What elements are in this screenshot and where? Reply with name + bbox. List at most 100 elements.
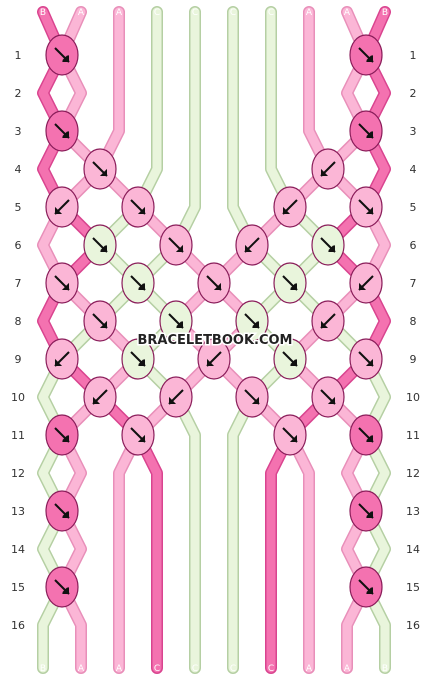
knot-arrow-icon: [130, 351, 146, 367]
knot-arrow-icon: [206, 275, 222, 291]
knot-arrow-icon: [282, 351, 298, 367]
strand: [38, 7, 143, 673]
knot: [45, 262, 79, 304]
row-number-left: 6: [15, 239, 22, 252]
row-number-right: 4: [410, 163, 417, 176]
knot: [311, 224, 345, 266]
knot-arrow-icon: [168, 313, 184, 329]
strand-label-top: A: [116, 8, 123, 18]
row-number-right: 2: [410, 87, 417, 100]
knot-arrow-icon: [92, 237, 108, 253]
strand-label-bottom: B: [40, 664, 46, 674]
knot-arrow-icon: [92, 161, 108, 177]
knot-arrow-icon: [358, 427, 374, 443]
knot: [349, 338, 383, 380]
knot: [45, 414, 79, 456]
knot: [45, 338, 79, 380]
knot-arrow-icon: [358, 579, 374, 595]
row-number-right: 3: [410, 125, 417, 138]
knot: [273, 262, 307, 304]
knot-arrow-icon: [244, 237, 260, 253]
strand-label-bottom: C: [192, 664, 198, 674]
strand-label-top: A: [306, 8, 313, 18]
row-number-right: 12: [406, 467, 420, 480]
knot: [83, 148, 117, 190]
knot-arrow-icon: [282, 275, 298, 291]
row-number-left: 8: [15, 315, 22, 328]
strand: [266, 7, 390, 673]
row-number-left: 14: [11, 543, 25, 556]
knot-arrow-icon: [358, 503, 374, 519]
knot: [197, 262, 231, 304]
row-number-right: 6: [410, 239, 417, 252]
knot: [349, 414, 383, 456]
knot: [349, 34, 383, 76]
strand-label-bottom: C: [154, 664, 160, 674]
knot: [159, 300, 193, 342]
row-number-right: 14: [406, 543, 420, 556]
knot: [45, 566, 79, 608]
knot: [45, 186, 79, 228]
row-number-right: 9: [410, 353, 417, 366]
strand-label-top: B: [40, 8, 46, 18]
strand-label-top: C: [268, 8, 274, 18]
strand-label-bottom: C: [230, 664, 236, 674]
knot-arrow-icon: [168, 389, 184, 405]
knot: [197, 338, 231, 380]
knot: [273, 186, 307, 228]
knot-arrow-icon: [320, 313, 336, 329]
knot-arrow-icon: [358, 351, 374, 367]
row-number-left: 10: [11, 391, 25, 404]
row-number-left: 15: [11, 581, 25, 594]
row-number-right: 16: [406, 619, 420, 632]
row-number-right: 15: [406, 581, 420, 594]
knot-arrow-icon: [54, 199, 70, 215]
row-number-left: 13: [11, 505, 25, 518]
knot: [121, 414, 155, 456]
knot-arrow-icon: [358, 123, 374, 139]
strand: [228, 7, 295, 673]
row-number-left: 9: [15, 353, 22, 366]
knot: [235, 300, 269, 342]
knot: [311, 300, 345, 342]
knot-arrow-icon: [130, 199, 146, 215]
knot: [159, 224, 193, 266]
knot-arrow-icon: [206, 351, 222, 367]
strand-label-top: C: [154, 8, 160, 18]
knot-arrow-icon: [130, 427, 146, 443]
strand-label-top: A: [344, 8, 351, 18]
knot-arrow-icon: [244, 389, 260, 405]
knot: [83, 224, 117, 266]
knot: [83, 300, 117, 342]
knot: [83, 376, 117, 418]
strand-label-bottom: A: [116, 664, 123, 674]
knot: [235, 224, 269, 266]
strand-label-top: C: [192, 8, 198, 18]
row-number-left: 7: [15, 277, 22, 290]
strand: [38, 7, 162, 673]
knots-layer: [45, 34, 383, 608]
strand-label-bottom: B: [382, 664, 388, 674]
row-number-right: 13: [406, 505, 420, 518]
knot: [273, 414, 307, 456]
strand: [133, 7, 200, 673]
knot: [349, 110, 383, 152]
knot: [273, 338, 307, 380]
knot: [121, 338, 155, 380]
knot-arrow-icon: [130, 275, 146, 291]
row-number-left: 2: [15, 87, 22, 100]
strand-label-top: B: [382, 8, 388, 18]
knot-arrow-icon: [358, 199, 374, 215]
knot-arrow-icon: [320, 161, 336, 177]
strand-label-bottom: A: [344, 664, 351, 674]
knot-arrow-icon: [320, 237, 336, 253]
knot-arrow-icon: [92, 389, 108, 405]
knot-arrow-icon: [282, 427, 298, 443]
knot: [159, 376, 193, 418]
strand-label-bottom: A: [306, 664, 313, 674]
strand-label-bottom: C: [268, 664, 274, 674]
